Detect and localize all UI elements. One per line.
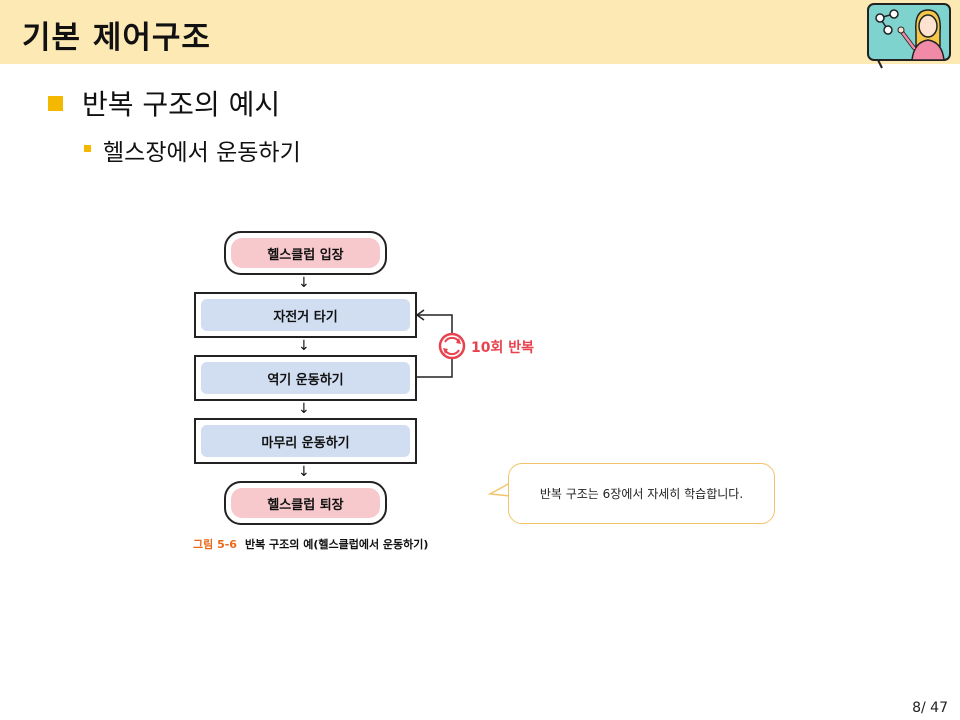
bullet-marker-sub (84, 145, 91, 152)
figure-caption-text: 반복 구조의 예(헬스클럽에서 운동하기) (244, 538, 429, 551)
figure-caption: 그림 5-6 반복 구조의 예(헬스클럽에서 운동하기) (193, 536, 428, 552)
flow-end-label: 헬스클럽 퇴장 (231, 488, 380, 518)
loop-arrowhead (415, 309, 425, 321)
callout-text: 반복 구조는 6장에서 자세히 학습합니다. (539, 487, 744, 501)
bullet-main-text: 반복 구조의 예시 (82, 88, 281, 121)
flow-step-label: 역기 운동하기 (201, 362, 410, 394)
figure-number: 그림 5-6 (193, 538, 237, 551)
callout-tail-mask (509, 484, 513, 500)
flow-step-cooldown: 마무리 운동하기 (194, 418, 417, 464)
page-number: 8/ 47 (912, 700, 948, 716)
flow-end: 헬스클럽 퇴장 (224, 481, 387, 525)
flow-step-label: 마무리 운동하기 (201, 425, 410, 457)
flow-step-weights: 역기 운동하기 (194, 355, 417, 401)
bullet-marker-main (48, 96, 63, 111)
flow-start: 헬스클럽 입장 (224, 231, 387, 275)
loop-label: 10회 반복 (471, 340, 534, 356)
loop-icon-head-bottom (443, 348, 448, 354)
flow-arrow: ↓ (298, 401, 310, 417)
flow-start-label: 헬스클럽 입장 (231, 238, 380, 268)
callout-bubble: 반복 구조는 6장에서 자세히 학습합니다. (508, 463, 775, 524)
flow-step-label: 자전거 타기 (201, 299, 410, 331)
loop-connector (415, 309, 466, 378)
loop-icon-head-top (456, 338, 461, 344)
flow-arrow: ↓ (298, 275, 310, 291)
slide-header: 기본 제어구조 (0, 0, 960, 69)
presenter-icon (864, 2, 954, 72)
slide-title: 기본 제어구조 (22, 20, 211, 56)
flow-step-bike: 자전거 타기 (194, 292, 417, 338)
flow-arrow: ↓ (298, 338, 310, 354)
flow-arrow: ↓ (298, 464, 310, 480)
bullet-sub-text: 헬스장에서 운동하기 (103, 140, 301, 166)
